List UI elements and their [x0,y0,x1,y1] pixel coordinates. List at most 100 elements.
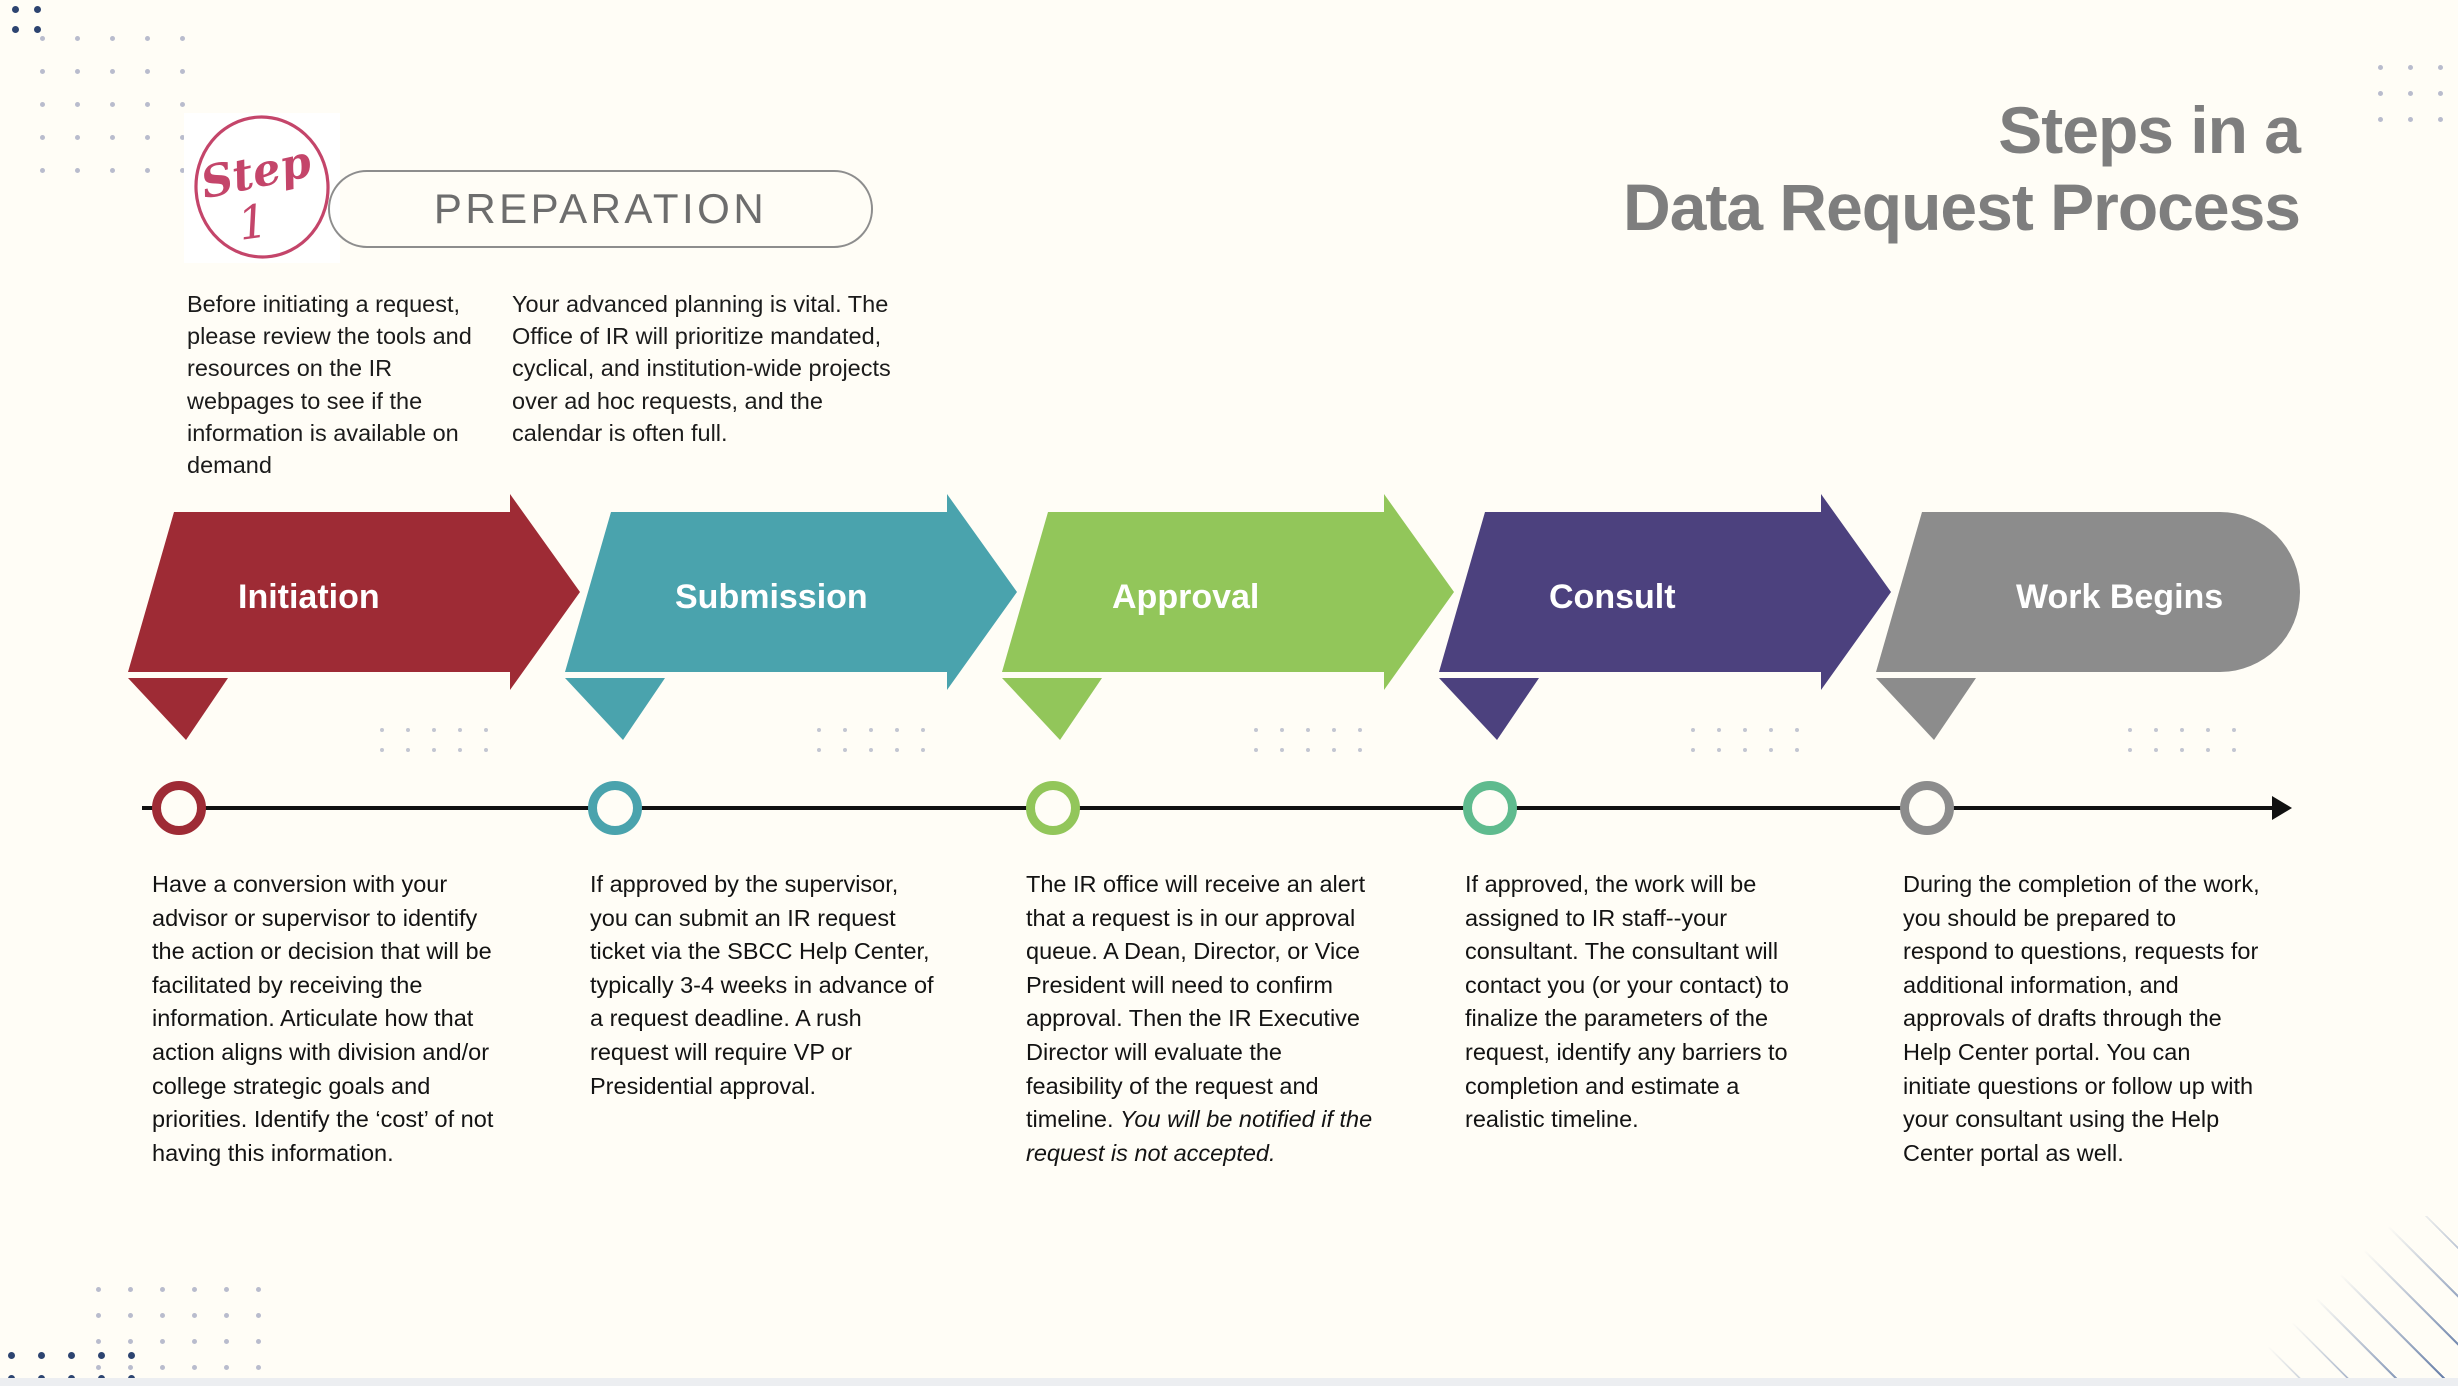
decorative-dot [1254,728,1258,732]
decorative-dot [96,1339,101,1344]
timeline-node-5[interactable] [1900,781,1954,835]
decorative-dot [1358,748,1362,752]
process-step-2[interactable]: Submission [565,494,1025,742]
decorative-dot [1743,728,1747,732]
arrow-pointer-triangle-icon [128,678,228,740]
preparation-label: PREPARATION [433,185,768,232]
page-title: Steps in a Data Request Process [1623,92,2301,245]
timeline-node-1[interactable] [152,781,206,835]
decorative-dot [2180,748,2184,752]
decorative-dot [1717,728,1721,732]
decorative-dot-cluster [380,728,510,768]
decorative-dot [75,69,80,74]
decorative-dot [8,1352,15,1359]
decorative-dot [145,69,150,74]
decorative-dot [192,1339,197,1344]
decorative-dot [484,748,488,752]
decorative-dot [12,26,19,33]
decorative-diagonal-hatch [2258,1216,2458,1386]
decorative-dot [1332,748,1336,752]
decorative-dot [180,168,185,173]
decorative-dot [160,1365,165,1370]
decorative-dot [180,102,185,107]
process-step-3[interactable]: Approval [1002,494,1462,742]
decorative-dot [34,6,41,13]
preparation-paragraph-1: Before initiating a request, please revi… [187,291,472,478]
decorative-dot [1769,728,1773,732]
decorative-dot [1795,748,1799,752]
process-step-5[interactable]: Work Begins [1876,500,2336,742]
decorative-dot [817,748,821,752]
decorative-dot [1691,728,1695,732]
process-step-4[interactable]: Consult [1439,494,1899,742]
decorative-dot [256,1287,261,1292]
process-step-1[interactable]: Initiation [128,494,588,742]
decorative-dot [128,1287,133,1292]
step-label-5: Work Begins [2016,578,2224,616]
decorative-dot [40,102,45,107]
decorative-dot [145,102,150,107]
decorative-dot [224,1365,229,1370]
timeline-node-4[interactable] [1463,781,1517,835]
decorative-dot [2154,728,2158,732]
timeline-arrowhead-icon [2272,796,2292,820]
decorative-dot [895,728,899,732]
step-1-badge: Step 1 [183,113,341,261]
timeline-axis-line [142,806,2278,810]
decorative-dot [128,1352,135,1359]
decorative-dot [1280,728,1284,732]
decorative-dot [1769,748,1773,752]
decorative-dot [2408,65,2413,70]
decorative-dot [2232,748,2236,752]
decorative-dot [1332,728,1336,732]
step-label-1: Initiation [238,578,380,616]
decorative-dot [406,748,410,752]
decorative-dot [2232,728,2236,732]
decorative-dot [2206,748,2210,752]
decorative-dot [921,748,925,752]
decorative-dot [40,168,45,173]
decorative-dot [1743,748,1747,752]
decorative-dot [380,728,384,732]
decorative-dot [75,135,80,140]
decorative-dot-grid-top-left [40,36,215,201]
decorative-dot [160,1287,165,1292]
decorative-bottom-rule [0,1378,2458,1386]
decorative-dot [96,1313,101,1318]
decorative-dot [110,135,115,140]
step-description-emphasis: You will be notified if the request is n… [1026,1106,1373,1166]
step-description-2: If approved by the supervisor, you can s… [590,871,934,1099]
arrow-pointer-triangle-icon [565,678,665,740]
decorative-dot-cluster [817,728,947,768]
decorative-dot [484,728,488,732]
decorative-dot [2438,65,2443,70]
step-label-2: Submission [675,578,868,616]
timeline-node-3[interactable] [1026,781,1080,835]
decorative-dot [145,168,150,173]
timeline-node-2[interactable] [588,781,642,835]
decorative-dot [921,728,925,732]
decorative-dot [432,748,436,752]
decorative-dot [256,1313,261,1318]
decorative-dot [869,728,873,732]
decorative-dot [869,748,873,752]
decorative-dot [2180,728,2184,732]
decorative-dot [110,102,115,107]
decorative-dot [145,135,150,140]
step-badge-card [184,113,340,263]
decorative-dot [2438,117,2443,122]
decorative-dot [224,1313,229,1318]
decorative-dot [96,1365,101,1370]
step-description-5: During the completion of the work, you s… [1903,871,2260,1166]
decorative-dot [75,168,80,173]
decorative-dot [110,168,115,173]
decorative-dot [145,36,150,41]
decorative-dot [817,728,821,732]
decorative-dot [75,102,80,107]
decorative-dot [12,6,19,13]
decorative-dot [256,1339,261,1344]
decorative-dot [2128,728,2132,732]
decorative-dot [895,748,899,752]
arrow-shape [1002,494,1454,690]
